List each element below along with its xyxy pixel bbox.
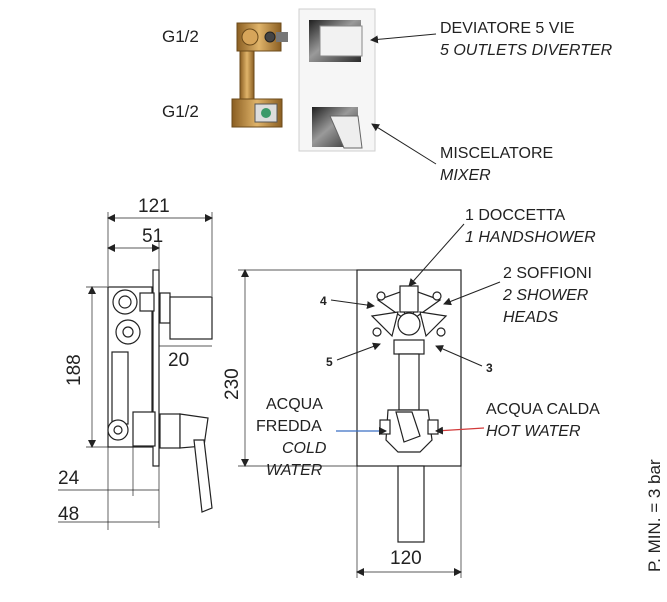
dim-24: 24	[58, 468, 80, 489]
label-handshower: 1 HANDSHOWER	[465, 229, 596, 246]
dim-48: 48	[58, 504, 79, 525]
outlet-number-4: 4	[320, 294, 327, 308]
label-shower-heads-1: 2 SHOWER	[502, 287, 589, 304]
dim-120: 120	[390, 548, 422, 569]
label-soffioni: 2 SOFFIONI	[503, 265, 592, 282]
label-deviatore: DEVIATORE 5 VIE	[440, 20, 575, 37]
dim-20: 20	[168, 350, 189, 371]
label-pressure-min: P. MIN. = 3 bar	[645, 459, 664, 572]
outlet-number-3: 3	[486, 361, 493, 375]
label-acqua-fredda-1: ACQUA	[266, 396, 323, 413]
label-diverter: 5 OUTLETS DIVERTER	[440, 42, 613, 59]
label-g12-bottom: G1/2	[162, 102, 199, 121]
label-g12-top: G1/2	[162, 27, 199, 46]
dim-51: 51	[142, 226, 163, 247]
label-miscelatore: MISCELATORE	[440, 145, 553, 162]
dim-188: 188	[64, 354, 85, 386]
dim-230: 230	[222, 368, 243, 400]
valve-body-photo	[231, 22, 288, 128]
side-view-drawing	[107, 269, 213, 513]
label-cold-water-1: COLD	[282, 440, 327, 457]
label-shower-heads-2: HEADS	[503, 309, 558, 326]
label-acqua-fredda-2: FREDDA	[256, 418, 322, 435]
trim-plate-photo	[298, 8, 376, 152]
label-cold-water-2: WATER	[266, 462, 323, 479]
outlet-number-5: 5	[326, 355, 333, 369]
dim-121: 121	[138, 196, 170, 217]
label-hot-water: HOT WATER	[486, 423, 581, 440]
label-mixer: MIXER	[440, 167, 491, 184]
front-view-drawing	[356, 269, 462, 543]
label-acqua-calda: ACQUA CALDA	[486, 401, 600, 418]
label-doccetta: 1 DOCCETTA	[465, 207, 565, 224]
